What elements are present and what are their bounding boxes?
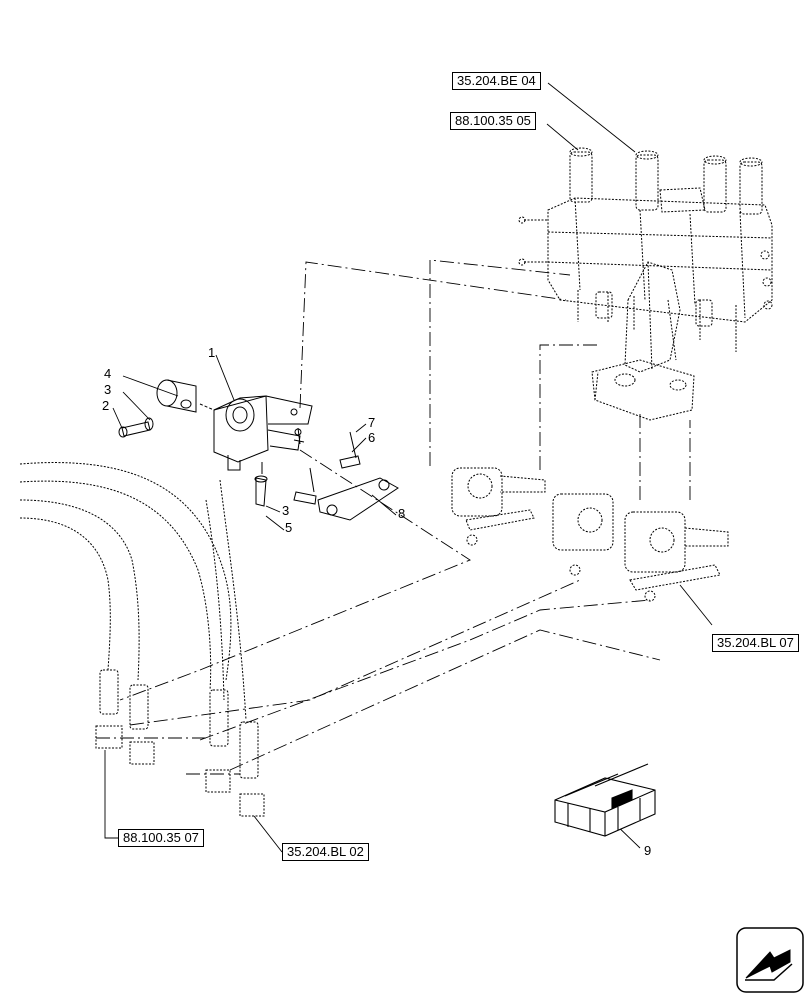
hydraulic-hoses bbox=[19, 462, 265, 817]
pins-and-link-parts-5-6-7-8 bbox=[254, 427, 399, 521]
callout-6: 6 bbox=[368, 430, 376, 445]
callout-2: 2 bbox=[102, 398, 110, 413]
leader-lines bbox=[104, 82, 713, 853]
callout-8: 8 bbox=[398, 506, 406, 521]
reference-label-35-204-be04[interactable]: 35.204.BE 04 bbox=[452, 72, 541, 90]
reference-label-35-204-bl02[interactable]: 35.204.BL 02 bbox=[282, 843, 369, 861]
lever-bracket-part-1 bbox=[213, 395, 313, 471]
reference-label-88-100-35-07[interactable]: 88.100.35 07 bbox=[118, 829, 204, 847]
parts-kit-crate-icon bbox=[554, 763, 656, 837]
callout-7: 7 bbox=[368, 415, 376, 430]
reference-label-88-100-35-05[interactable]: 88.100.35 05 bbox=[450, 112, 536, 130]
callout-3-lower: 3 bbox=[282, 503, 290, 518]
reference-label-35-204-bl07[interactable]: 35.204.BL 07 bbox=[712, 634, 799, 652]
callout-9: 9 bbox=[644, 843, 652, 858]
navigation-arrow-icon bbox=[736, 927, 804, 993]
linkage-assemblies-right bbox=[451, 467, 729, 602]
callout-1: 1 bbox=[208, 345, 216, 360]
callout-4: 4 bbox=[104, 366, 112, 381]
callout-3-upper: 3 bbox=[104, 382, 112, 397]
routing-lines bbox=[96, 259, 691, 775]
control-valve-assembly bbox=[518, 147, 773, 421]
callout-5: 5 bbox=[285, 520, 293, 535]
pin-assembly-parts-2-3-4 bbox=[118, 379, 215, 438]
